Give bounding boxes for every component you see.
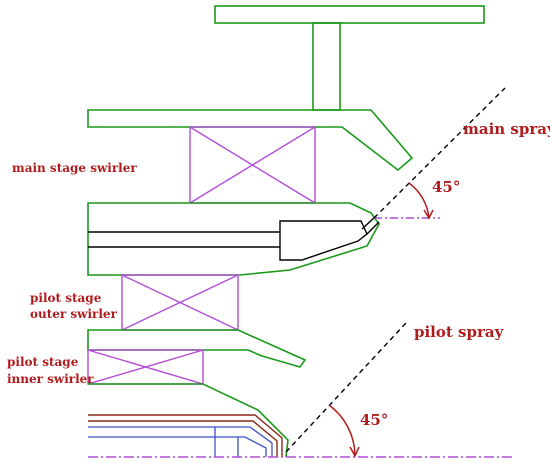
main-injector-body [87,202,380,276]
pilot-inner-swirler-box [87,349,204,385]
top-support [214,5,485,111]
main-swirler-box [189,126,316,204]
main-angle-arc [408,182,430,219]
pilot-nozzle-brown [88,414,283,457]
main-angle-arrow [423,209,434,220]
label-pilot-outer-line1: pilot stage [30,291,102,305]
support-stem [312,22,341,111]
main-spray-nozzle [361,215,380,235]
label-main-spray: main spray [463,120,550,138]
top-bar [214,5,485,24]
label-pilot-inner-line1: pilot stage [7,355,79,369]
main-spray-line [373,87,506,219]
label-angle-pilot: 45° [360,411,388,429]
pilot-angle-arc [328,404,356,456]
pilot-inner-wall [88,383,289,458]
pilot-nozzle-blue [88,426,273,457]
label-angle-main: 45° [432,178,460,196]
pilot-outer-swirler-box [121,274,239,331]
pilot-outer-wall [87,329,307,368]
outer-wall [87,109,414,172]
label-pilot-inner-line2: inner swirler [7,372,94,386]
label-pilot-spray: pilot spray [414,323,505,341]
pilot-spray-line [285,322,407,453]
pilot-angle-arrow [349,446,360,458]
fuel-passage [88,220,368,261]
label-pilot-outer-line2: outer swirler [30,307,118,321]
label-main-stage-swirler: main stage swirler [12,161,137,175]
